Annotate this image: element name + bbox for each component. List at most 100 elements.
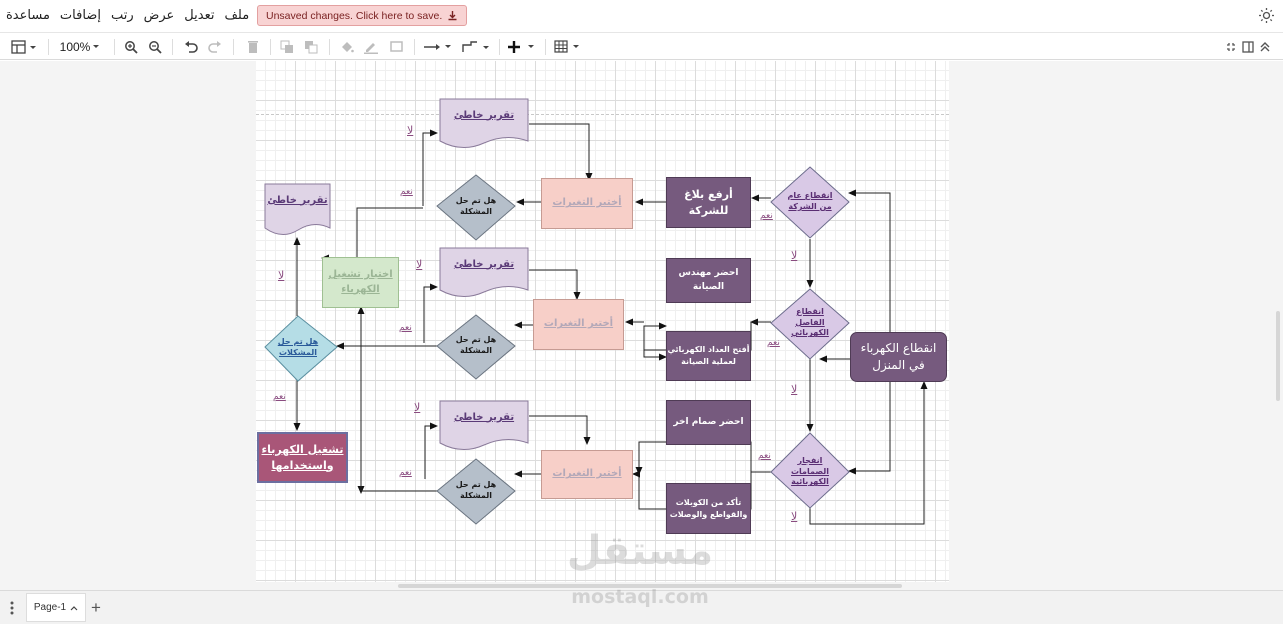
diamond-label: هل تم حل المشكلة xyxy=(455,196,497,216)
document-shape[interactable] xyxy=(439,247,529,297)
edge-label-no: لا xyxy=(278,269,285,282)
collapse-icon xyxy=(1227,43,1235,51)
to-front-button[interactable] xyxy=(278,37,296,57)
decision-diamond-company[interactable] xyxy=(770,166,850,239)
shadow-button[interactable] xyxy=(388,37,406,57)
theme-sun-icon[interactable] xyxy=(1258,7,1275,24)
panel-icon xyxy=(11,40,36,54)
menu-edit[interactable]: تعديل xyxy=(184,8,215,23)
connector[interactable] xyxy=(848,189,891,333)
edge-label-yes: نعم xyxy=(758,451,771,461)
zoom-out-icon xyxy=(149,41,162,54)
connector[interactable] xyxy=(423,283,438,343)
process-test-power[interactable]: اختبار تشغيل الكهرباء xyxy=(322,257,399,308)
edge-label-no: لا xyxy=(414,401,421,414)
decision-diamond-fuses[interactable] xyxy=(770,432,850,509)
end-node[interactable]: تشغيل الكهرباء واستخدامها xyxy=(257,432,348,483)
horizontal-scrollbar[interactable] xyxy=(398,584,902,588)
rectangle-icon xyxy=(390,41,403,52)
add-page-button[interactable]: + xyxy=(91,598,101,617)
toolbar-separator xyxy=(114,39,115,55)
menu-file[interactable]: ملف xyxy=(224,8,250,23)
menu-extras[interactable]: إضافات xyxy=(59,8,101,23)
undo-button[interactable] xyxy=(182,37,200,57)
document-label: تقرير خاطئ xyxy=(453,258,515,270)
process-open-meter[interactable]: أفتح العداد الكهربائي لعملية الصيانة xyxy=(666,331,751,381)
zoom-value: 100% xyxy=(59,40,91,54)
diagram-canvas[interactable]: انقطاع الكهرباء في المنزل أرفع بلاغ للشر… xyxy=(0,61,1283,590)
watermark-latin: mostaql.com xyxy=(571,586,709,608)
document-label: تقرير خاطئ xyxy=(267,194,328,206)
diamond-label: هل تم حل المشكلات xyxy=(277,337,319,357)
trash-icon xyxy=(248,41,258,53)
page-tab[interactable]: Page-1 xyxy=(26,593,86,622)
download-icon xyxy=(448,11,457,21)
document-shape[interactable] xyxy=(439,98,529,148)
process-new-fuse[interactable]: احضر صمام اخر xyxy=(666,400,751,445)
redo-icon xyxy=(208,41,221,53)
connector[interactable] xyxy=(529,123,593,181)
process-test-changes-3[interactable]: أختبر التغيرات xyxy=(541,450,633,499)
connector[interactable] xyxy=(809,381,928,525)
decision-diamond-solved-final[interactable] xyxy=(264,315,338,382)
process-check-cables[interactable]: تأكد من الكوبلات والقواطع والوصلات xyxy=(666,483,751,534)
decision-diamond-solved-2[interactable] xyxy=(436,314,516,380)
menu-help[interactable]: مساعدة xyxy=(6,8,50,23)
line-color-button[interactable] xyxy=(362,37,380,57)
connector[interactable] xyxy=(422,129,438,206)
diamond-label: انقطاع الفاصل الكهربائي xyxy=(791,306,829,338)
diamond-label: انقطاع عام من الشركة xyxy=(787,191,833,211)
edge-label-yes: نعم xyxy=(273,392,286,402)
delete-button[interactable] xyxy=(244,37,262,57)
redo-button[interactable] xyxy=(206,37,224,57)
menu-view[interactable]: عرض xyxy=(143,8,175,23)
document-shape[interactable] xyxy=(439,400,529,450)
insert-dropdown[interactable] xyxy=(507,37,539,57)
chevron-up-double-icon xyxy=(1260,42,1270,52)
zoom-in-button[interactable] xyxy=(122,37,140,57)
table-dropdown[interactable] xyxy=(553,37,585,57)
vertical-scrollbar[interactable] xyxy=(1276,311,1280,401)
waypoints-dropdown[interactable] xyxy=(460,37,492,57)
fill-color-button[interactable] xyxy=(338,37,356,57)
arrow-right-icon xyxy=(424,44,451,50)
process-test-changes-2[interactable]: أختبر التغيرات xyxy=(533,299,624,350)
edge-label-no: لا xyxy=(791,510,798,523)
toolbar-separator xyxy=(545,39,546,55)
chevron-up-icon xyxy=(70,605,78,610)
connector[interactable] xyxy=(424,422,438,479)
pencil-icon xyxy=(364,43,378,54)
connector[interactable] xyxy=(529,269,581,300)
watermark: مستقل mostaql.com xyxy=(540,528,740,618)
fullscreen-button[interactable] xyxy=(1224,37,1238,57)
waypoint-icon xyxy=(462,41,489,52)
decision-diamond-solved-1[interactable] xyxy=(436,174,516,241)
decision-diamond-solved-3[interactable] xyxy=(436,458,516,525)
start-node[interactable]: انقطاع الكهرباء في المنزل xyxy=(850,332,947,382)
format-panel-button[interactable] xyxy=(8,37,40,57)
zoom-dropdown[interactable]: 100% xyxy=(56,37,106,57)
collapse-toolbar-button[interactable] xyxy=(1258,37,1272,57)
toggle-panel-button[interactable] xyxy=(1241,37,1255,57)
decision-diamond-breaker[interactable] xyxy=(770,288,850,360)
paint-bucket-icon xyxy=(342,42,354,53)
unsaved-changes-button[interactable]: Unsaved changes. Click here to save. xyxy=(257,5,468,26)
connector[interactable] xyxy=(643,326,667,361)
to-back-button[interactable] xyxy=(302,37,320,57)
menu-arrange[interactable]: رتب xyxy=(110,8,134,23)
zoom-out-button[interactable] xyxy=(146,37,164,57)
connector[interactable] xyxy=(529,415,591,445)
process-test-changes-1[interactable]: أختبر التغيرات xyxy=(541,178,633,229)
process-report-company[interactable]: أرفع بلاغ للشركة xyxy=(666,177,751,228)
connection-dropdown[interactable] xyxy=(422,37,454,57)
document-shape[interactable] xyxy=(264,183,331,235)
edge-label-no: لا xyxy=(791,383,798,396)
page-bar: Page-1 + xyxy=(0,590,1283,624)
menu-bar: ملف تعديل عرض رتب إضافات مساعدة Unsaved … xyxy=(0,0,1283,32)
more-vertical-icon[interactable] xyxy=(7,600,17,616)
process-engineer[interactable]: احضر مهندس الصيانة xyxy=(666,258,751,303)
connector[interactable] xyxy=(357,306,449,492)
connector[interactable] xyxy=(632,442,752,510)
diamond-label: انفجار الصمامات الكهربائية xyxy=(791,455,829,487)
connector[interactable] xyxy=(848,381,891,475)
